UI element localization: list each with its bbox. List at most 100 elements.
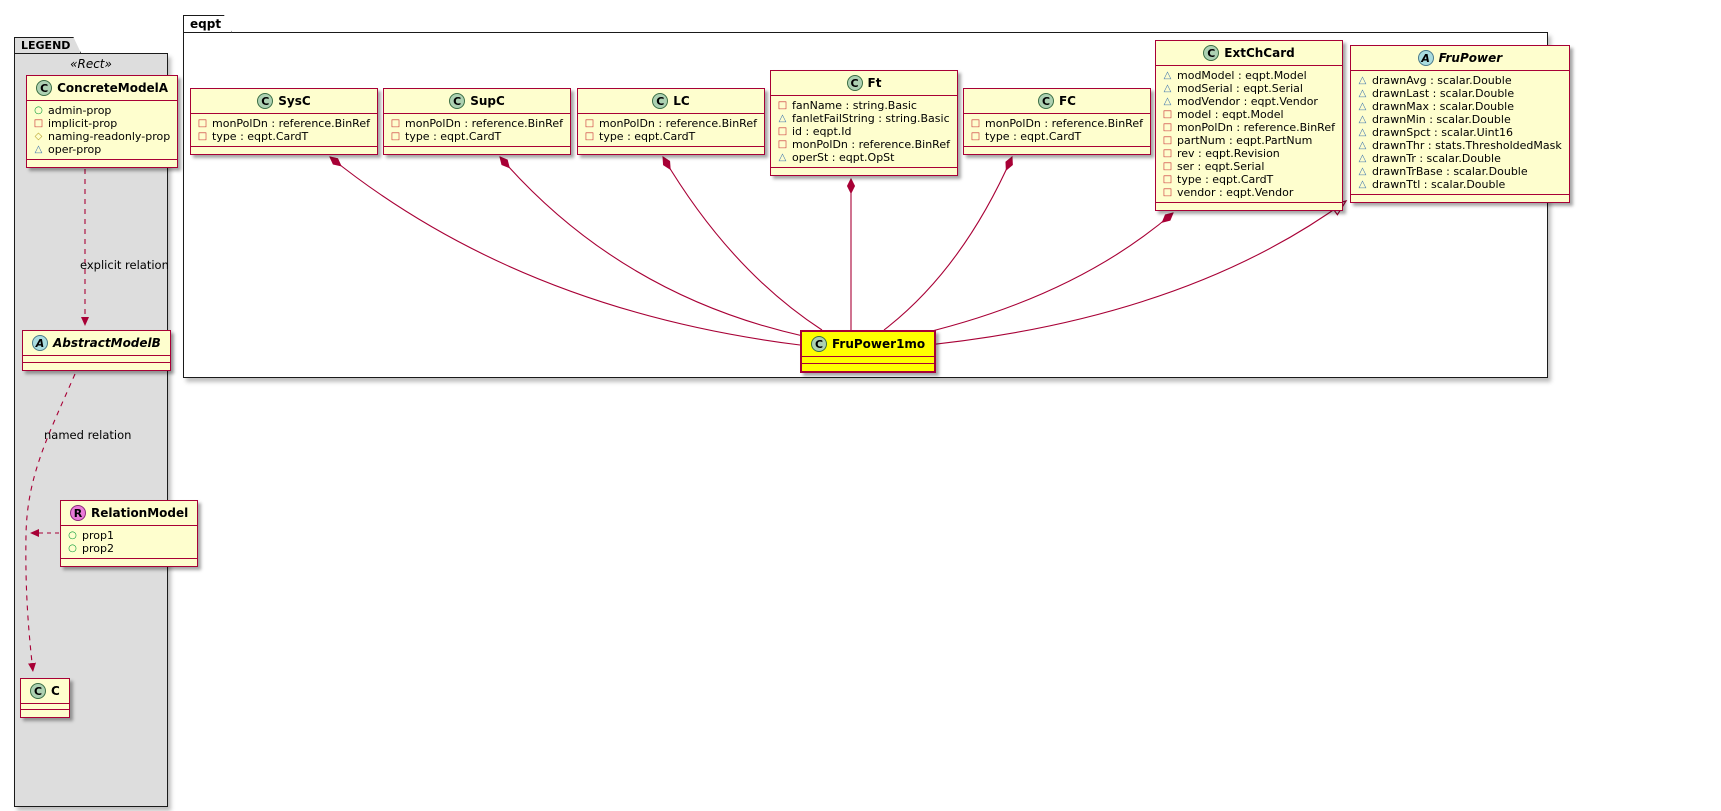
fields-compartment: □monPolDn : reference.BinRef □type : eqp… (191, 114, 377, 146)
private-visibility-icon: □ (777, 100, 788, 111)
private-visibility-icon: □ (33, 118, 44, 129)
class-name: ConcreteModelA (57, 81, 169, 95)
fields-compartment: △ drawnAvg : scalar.Double △drawnLast : s… (1351, 71, 1569, 194)
class-name: AbstractModelB (53, 336, 161, 350)
field-row: □type : eqpt.CardT (970, 130, 1143, 143)
field-text: admin-prop (48, 104, 112, 117)
class-icon: C (257, 93, 274, 109)
field-row: □vendor : eqpt.Vendor (1162, 186, 1335, 199)
field-text: monPolDn : reference.BinRef (599, 117, 757, 130)
field-row: □ type : eqpt.CardT (584, 130, 757, 143)
class-icon: C (36, 80, 53, 96)
methods-compartment (384, 146, 570, 154)
field-row: □type : eqpt.CardT (390, 130, 563, 143)
public-visibility-icon: ○ (68, 530, 77, 541)
methods-compartment (802, 363, 935, 371)
class-header: C C (21, 679, 69, 704)
class-sysc: C SysC □monPolDn : reference.BinRef □typ… (190, 88, 378, 155)
named-relation-label: named relation (44, 428, 132, 442)
public-visibility-icon: ○ (68, 543, 77, 554)
class-ft: C Ft □fanName : string.Basic △fanletFail… (770, 70, 958, 176)
class-icon: C (1203, 45, 1220, 61)
field-row: △drawnMin : scalar.Double (1357, 113, 1562, 126)
class-header: A FruPower (1351, 46, 1569, 71)
field-text: modVendor : eqpt.Vendor (1177, 95, 1318, 108)
class-name: Ft (867, 76, 882, 90)
class-c: C C (20, 678, 70, 718)
class-name: ExtChCard (1224, 46, 1295, 60)
private-visibility-icon: □ (1162, 161, 1173, 172)
field-row: ○ prop1 (67, 529, 190, 542)
field-row: □monPolDn : reference.BinRef (777, 138, 950, 151)
fields-compartment: □monPolDn : reference.BinRef □ type : eqp… (578, 114, 764, 146)
package-visibility-icon: △ (1163, 96, 1172, 107)
class-name: C (51, 684, 60, 698)
fields-compartment: ○admin-prop □implicit-prop ◇naming-reado… (27, 101, 177, 159)
private-visibility-icon: □ (1162, 148, 1173, 159)
private-visibility-icon: □ (197, 118, 208, 129)
methods-compartment (21, 709, 69, 717)
field-text: drawnTtl : scalar.Double (1372, 178, 1506, 191)
private-visibility-icon: □ (777, 126, 788, 137)
fields-compartment: △modModel : eqpt.Model △modSerial : eqpt… (1156, 66, 1342, 202)
package-visibility-icon: △ (1358, 101, 1367, 112)
class-header: C Ft (771, 71, 957, 96)
field-text: drawnAvg : scalar.Double (1372, 74, 1512, 87)
field-text: prop1 (82, 529, 114, 542)
field-row: □fanName : string.Basic (777, 99, 950, 112)
class-header: C FruPower1mo (802, 332, 935, 357)
class-name: RelationModel (91, 506, 189, 520)
field-row: □type : eqpt.CardT (1162, 173, 1335, 186)
package-visibility-icon: △ (1163, 83, 1172, 94)
field-text: monPolDn : reference.BinRef (1177, 121, 1335, 134)
field-text: monPolDn : reference.BinRef (792, 138, 950, 151)
class-header: C SupC (384, 89, 570, 114)
methods-compartment (1156, 202, 1342, 210)
class-abstractmodelb: A AbstractModelB (22, 330, 171, 371)
class-frupower1mo-highlighted: C FruPower1mo (800, 330, 937, 373)
class-header: C ExtChCard (1156, 41, 1342, 66)
class-name: LC (673, 94, 690, 108)
field-row: □implicit-prop (33, 117, 170, 130)
field-row: △ drawnTtl : scalar.Double (1357, 178, 1562, 191)
explicit-relation-label: explicit relation (80, 258, 169, 272)
field-text: type : eqpt.CardT (599, 130, 696, 143)
methods-compartment (27, 159, 178, 167)
class-icon: C (30, 683, 46, 699)
class-icon: C (1037, 93, 1054, 109)
private-visibility-icon: □ (1162, 187, 1173, 198)
field-text: drawnTr : scalar.Double (1372, 152, 1501, 165)
class-name: FruPower (1438, 51, 1503, 65)
package-visibility-icon: △ (778, 152, 787, 163)
class-fc: C FC □monPolDn : reference.BinRef □type … (963, 88, 1151, 155)
field-text: drawnMin : scalar.Double (1372, 113, 1511, 126)
class-header: R RelationModel (61, 501, 198, 526)
class-header: C SysC (191, 89, 377, 114)
field-text: rev : eqpt.Revision (1177, 147, 1280, 160)
private-visibility-icon: □ (1162, 174, 1173, 185)
field-row: △ drawnAvg : scalar.Double (1357, 74, 1562, 87)
private-visibility-icon: □ (1162, 109, 1173, 120)
field-row: △drawnTrBase : scalar.Double (1357, 165, 1562, 178)
field-text: operSt : eqpt.OpSt (792, 151, 895, 164)
field-text: monPolDn : reference.BinRef (405, 117, 563, 130)
private-visibility-icon: □ (584, 131, 595, 142)
field-text: partNum : eqpt.PartNum (1177, 134, 1313, 147)
field-row: □monPolDn : reference.BinRef (1162, 121, 1335, 134)
abstract-class-icon: A (32, 335, 48, 351)
field-text: oper-prop (48, 143, 102, 156)
package-visibility-icon: △ (34, 144, 43, 155)
field-row: □type : eqpt.CardT (197, 130, 370, 143)
field-row: △fanletFailString : string.Basic (777, 112, 950, 125)
private-visibility-icon: □ (390, 131, 401, 142)
field-row: △modSerial : eqpt.Serial (1162, 82, 1335, 95)
package-visibility-icon: △ (1358, 75, 1367, 86)
field-row: □monPolDn : reference.BinRef (584, 117, 757, 130)
field-row: △drawnMax : scalar.Double (1357, 100, 1562, 113)
fields-compartment: □monPolDn : reference.BinRef □type : eqp… (964, 114, 1150, 146)
package-visibility-icon: △ (1358, 179, 1367, 190)
class-name: FruPower1mo (832, 337, 926, 351)
field-row: △drawnLast : scalar.Double (1357, 87, 1562, 100)
class-relationmodel: R RelationModel ○prop1 ○prop2 (60, 500, 199, 567)
eqpt-package-tab: eqpt (183, 15, 232, 33)
